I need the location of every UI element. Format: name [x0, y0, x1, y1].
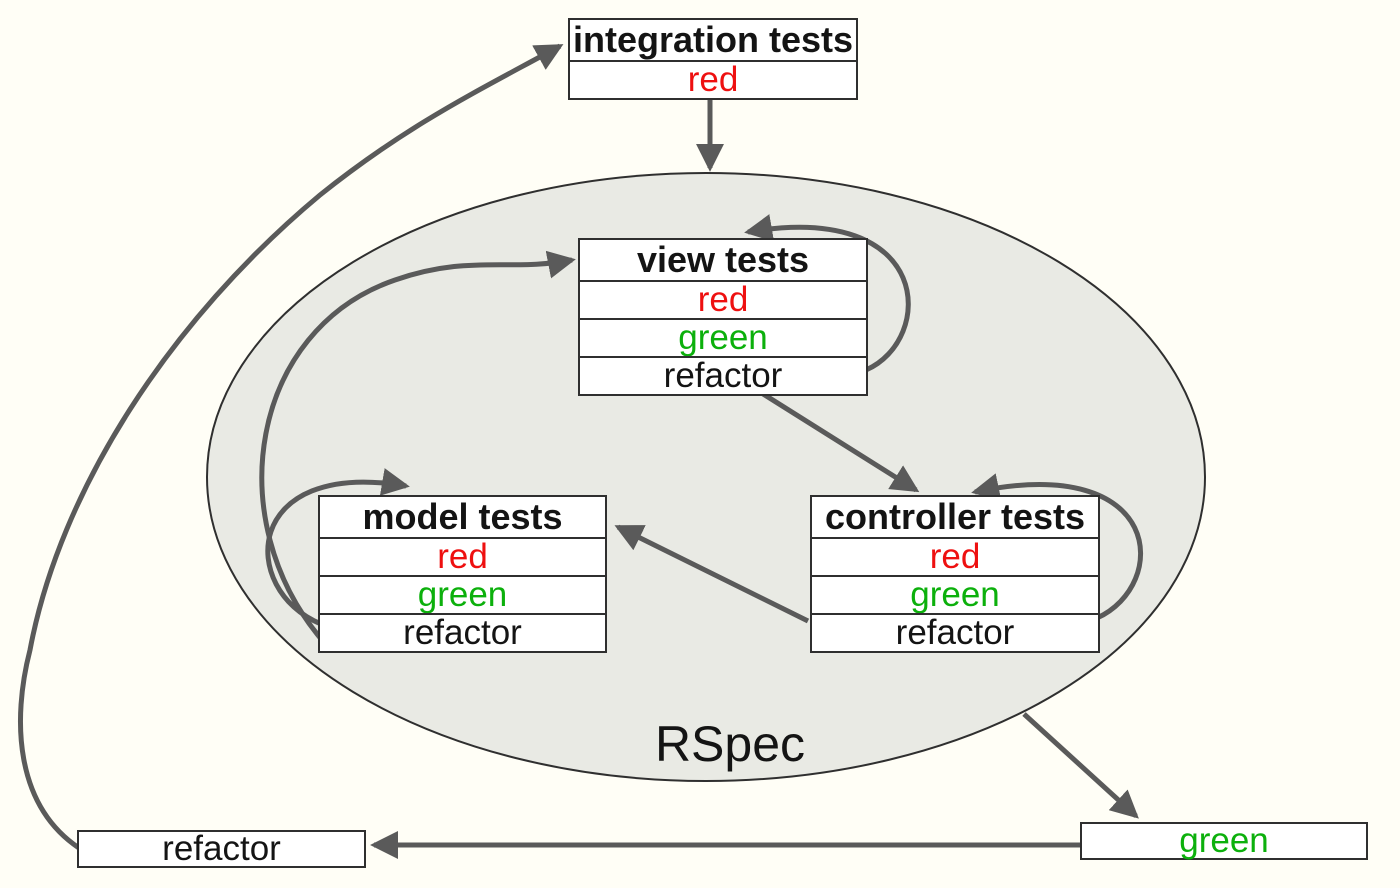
- node-controller-tests: controller tests red green refactor: [810, 495, 1100, 653]
- node-view-title: view tests: [636, 240, 810, 280]
- node-model-tests: model tests red green refactor: [318, 495, 607, 653]
- node-model-row-red: red: [320, 537, 605, 575]
- arrow-refactor-to-integration: [17, 43, 564, 851]
- node-refactor-step: refactor: [77, 830, 366, 868]
- node-controller-row-refactor: refactor: [812, 613, 1098, 651]
- node-model-row-refactor: refactor: [320, 613, 605, 651]
- rspec-label: RSpec: [654, 716, 806, 772]
- node-view-row-red: red: [580, 280, 866, 318]
- node-controller-row-red: red: [812, 537, 1098, 575]
- node-view-tests: view tests red green refactor: [578, 238, 868, 396]
- node-view-row-green: green: [580, 318, 866, 356]
- arrow-view-to-controller: [758, 389, 920, 493]
- arrow-rspec-to-green: [1022, 712, 1139, 819]
- node-model-title: model tests: [362, 497, 563, 537]
- node-green-step: green: [1080, 822, 1368, 860]
- node-integration-row-red: red: [570, 60, 856, 98]
- arrow-model-self-loop: [265, 468, 410, 627]
- node-controller-title: controller tests: [824, 497, 1086, 537]
- arrow-view-self-loop: [744, 214, 911, 373]
- arrow-controller-self-loop: [971, 473, 1144, 621]
- arrow-controller-to-model: [614, 524, 810, 624]
- node-integration-title: integration tests: [572, 20, 854, 60]
- node-model-row-green: green: [320, 575, 605, 613]
- arrow-model-to-view: [259, 250, 576, 642]
- node-integration-tests: integration tests red: [568, 18, 858, 100]
- node-view-row-refactor: refactor: [580, 356, 866, 394]
- node-controller-row-green: green: [812, 575, 1098, 613]
